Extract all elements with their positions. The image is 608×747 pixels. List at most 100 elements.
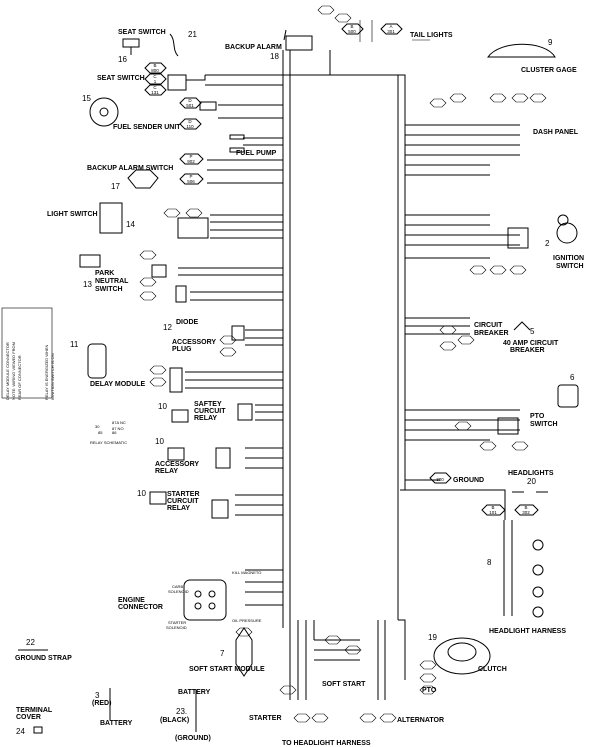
callout: 6 <box>570 373 575 382</box>
label-40-amp: 40 AMP CIRCUIT <box>503 340 559 347</box>
label-park-neutral: PARK <box>95 270 114 277</box>
amp40-breaker-shape <box>513 321 531 331</box>
callout: 10 <box>155 437 164 446</box>
label-park-neutral-3: SWITCH <box>95 286 123 293</box>
fuel-sender-connector <box>199 101 217 111</box>
diode-shape <box>175 285 187 303</box>
wire-tag: D <box>188 98 192 103</box>
label-oil-pressure: OIL PRESSURE <box>232 618 262 623</box>
ignition-switch-shape <box>556 222 578 244</box>
label-backup-alarm: BACKUP ALARM <box>225 44 282 51</box>
callout: 19 <box>428 633 437 642</box>
text-labels: SEAT SWITCH BACKUP ALARM TAIL LIGHTS CLU… <box>15 29 584 747</box>
label-battery: BATTERY <box>178 689 211 696</box>
wire-tag: 500 <box>348 29 356 34</box>
fuel-sender-shape <box>89 97 119 127</box>
label-relay-87a: 87A NC <box>112 420 126 425</box>
wire-tag: B <box>491 505 494 510</box>
label-alternator: ALTERNATOR <box>397 717 444 724</box>
wire-tag: B <box>350 24 353 29</box>
callout: 5 <box>530 327 535 336</box>
label-red: (RED) <box>92 700 111 707</box>
label-saftey-relay-3: RELAY <box>194 415 217 422</box>
callout: 3 <box>95 691 100 700</box>
wire-id-tags: B 500 A 301 B 800 C 1 C 131 D 501 D 110 … <box>139 5 547 723</box>
wire-tag: 110 <box>186 124 194 129</box>
label-carb-solenoid-2: SOLENOID <box>168 589 189 594</box>
callout: 9 <box>548 38 553 47</box>
backup-alarm-shape <box>285 35 313 51</box>
side-note-line: RELAY IS ENERGIZED WHEN <box>44 344 49 400</box>
callout: 13 <box>83 280 92 289</box>
label-starter: STARTER <box>249 715 282 722</box>
side-note-line: NOTE: WIRING VIEWED FROM <box>11 342 16 400</box>
callout: 20 <box>527 477 536 486</box>
label-accessory-relay-2: RELAY <box>155 468 178 475</box>
delay-module-side-note: DELAY MODULE CONNECTOR NOTE: WIRING VIEW… <box>1 307 55 400</box>
label-pto-switch-2: SWITCH <box>530 421 558 428</box>
label-pto: PTO <box>422 687 437 694</box>
label-engine-connector-2: CONNECTOR <box>118 604 163 611</box>
callout: 7 <box>220 649 225 658</box>
label-terminal-cover-2: COVER <box>16 714 41 721</box>
label-saftey-relay: SAFTEY <box>194 401 222 408</box>
wire-tag: P <box>189 154 192 159</box>
label-seat-switch: SEAT SWITCH <box>97 75 145 82</box>
label-relay-30: 30 <box>95 424 100 429</box>
wire-21-shape <box>169 33 179 57</box>
label-dash-panel: DASH PANEL <box>533 129 579 136</box>
accessory-relay-shape <box>167 447 185 461</box>
label-kill-magneto: KILL MAGNETO <box>232 570 261 575</box>
label-clutch: CLUTCH <box>478 666 507 673</box>
callout: 15 <box>82 94 91 103</box>
wire-tag: 506 <box>187 179 195 184</box>
pto-switch-shape <box>557 384 579 408</box>
wire-tag: 302 <box>522 510 530 515</box>
callout: 8 <box>487 558 492 567</box>
label-seat-switch-top: SEAT SWITCH <box>118 29 166 36</box>
label-relay-85: 85 <box>98 430 103 435</box>
label-soft-start: SOFT START <box>322 681 366 688</box>
park-neutral-shape <box>79 254 101 268</box>
callout: 23. <box>176 707 187 716</box>
label-starter-relay-3: RELAY <box>167 505 190 512</box>
callout: 18 <box>270 52 279 61</box>
label-light-switch: LIGHT SWITCH <box>47 211 98 218</box>
callout: 12 <box>163 323 172 332</box>
label-battery-2: BATTERY <box>100 720 133 727</box>
label-relay-schematic: RELAY SCHEMATIC <box>90 440 127 445</box>
label-ignition-switch-2: SWITCH <box>556 263 584 270</box>
callout: 14 <box>126 220 135 229</box>
callout: 17 <box>111 182 120 191</box>
label-delay-module: DELAY MODULE <box>90 381 146 388</box>
label-headlights: HEADLIGHTS <box>508 470 554 477</box>
cluster-gage-shape <box>487 43 556 58</box>
wire-tag: 301 <box>387 29 395 34</box>
label-backup-alarm-switch: BACKUP ALARM SWITCH <box>87 165 173 172</box>
label-starter-solenoid-2: SOLENOID <box>166 625 187 630</box>
accessory-plug-shape <box>231 325 245 341</box>
callout: 24 <box>16 727 25 736</box>
label-terminal-cover: TERMINAL <box>16 707 53 714</box>
callout: 16 <box>118 55 127 64</box>
wire-tag: C <box>153 85 157 90</box>
label-cluster-gage: CLUSTER GAGE <box>521 67 577 74</box>
wire-tag: B <box>153 63 156 68</box>
label-starter-relay: STARTER <box>167 491 200 498</box>
callout: 10 <box>158 402 167 411</box>
label-fuel-sender: FUEL SENDER UNIT <box>113 124 181 131</box>
label-headlight-harness: HEADLIGHT HARNESS <box>489 628 566 635</box>
label-ignition-switch: IGNITION <box>553 255 584 262</box>
wire-tag: C <box>153 74 157 79</box>
label-accessory-relay: ACCESSORY <box>155 461 199 468</box>
seat-switch-top-shape <box>122 38 140 48</box>
label-starter-relay-2: CURCUIT <box>167 498 199 505</box>
label-tail-lights: TAIL LIGHTS <box>410 32 453 39</box>
label-park-neutral-2: NEUTRAL <box>95 278 129 285</box>
label-circuit-breaker: CIRCUIT <box>474 322 503 329</box>
wire-tag: 800 <box>151 68 159 73</box>
wire-tag: 300 <box>436 477 444 482</box>
wire-tag: 501 <box>186 103 194 108</box>
wire-tag: P <box>189 174 192 179</box>
